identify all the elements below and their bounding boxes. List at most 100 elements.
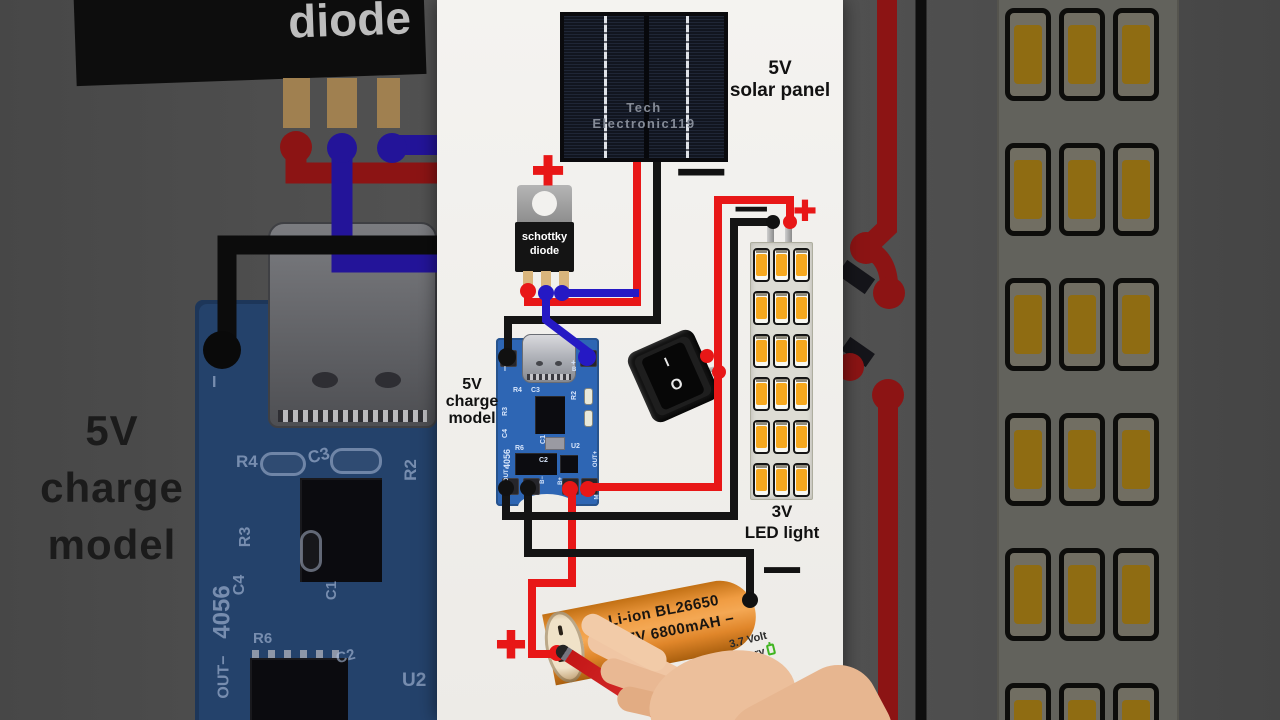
led-strip-pin [767, 224, 774, 243]
solar-cell-divider [644, 16, 649, 158]
module-pad-in-plus [580, 350, 597, 367]
status-led [584, 410, 593, 427]
bg-led-chip [1005, 143, 1051, 236]
bg-led-emitter [1014, 430, 1042, 489]
bg-led-emitter [1068, 430, 1096, 489]
silkscreen-label: R4 [513, 387, 522, 394]
bg-led-emitter [1122, 700, 1150, 720]
usbc-connector [522, 334, 576, 383]
solar-plus-sign: + [531, 140, 566, 200]
bg-led-chip [1005, 278, 1051, 371]
bg-left-wires [203, 131, 437, 369]
bg-led-chip [1059, 548, 1105, 641]
bg-led-chip [1113, 548, 1159, 641]
schottky-diode: schottky diode [515, 222, 574, 272]
bg-led-chip [1005, 413, 1051, 506]
bg-led-emitter [1014, 25, 1042, 84]
bg-led-emitter [1122, 430, 1150, 489]
silkscreen-label: C1 [539, 435, 547, 444]
silkscreen-label: C4 [501, 429, 509, 438]
led-chip [773, 291, 790, 325]
led-chip [773, 377, 790, 411]
led-chip [793, 334, 810, 368]
bg-led-chip [1059, 8, 1105, 101]
bg-diode-leg [283, 78, 310, 128]
bg-chip-pins [252, 650, 346, 658]
protection-chip [515, 453, 557, 475]
module-pad-b-minus [523, 478, 540, 495]
module-bottom-notch [518, 494, 576, 520]
silkscreen-label: M [594, 494, 601, 500]
led-chip [793, 248, 810, 282]
led-chip [793, 291, 810, 325]
background-right [843, 0, 1280, 720]
silkscreen-label: R6 [253, 630, 273, 647]
bg-right-wires [843, 0, 927, 720]
bg-resistor [330, 448, 382, 474]
bg-led-chip [1113, 8, 1159, 101]
bg-led-chip [1005, 683, 1051, 720]
mosfet-chip [560, 455, 578, 473]
silkscreen-label: OUT− [504, 465, 511, 483]
silkscreen-label: B− [539, 476, 546, 484]
led-chip [773, 463, 790, 497]
silkscreen-label: C3 [531, 387, 540, 394]
led-minus-sign: − [733, 193, 769, 226]
led-chip [753, 248, 770, 282]
bg-resistor [300, 530, 322, 572]
bg-led-emitter [1068, 25, 1096, 84]
bg-led-emitter [1068, 565, 1096, 624]
led-strip-label: 3V LED light [744, 502, 820, 542]
bg-led-emitter [1068, 295, 1096, 354]
led-strip-pin [785, 224, 792, 243]
silkscreen-label: R2 [570, 391, 578, 400]
battery-plus-sign: + [495, 616, 527, 672]
status-led [584, 388, 593, 405]
silkscreen-label: U2 [571, 443, 580, 450]
solar-minus-sign: − [675, 148, 728, 195]
bg-diode-leg [377, 78, 400, 128]
bg-led-emitter [1122, 160, 1150, 219]
bg-led-emitter [1068, 700, 1096, 720]
battery-minus-sign: − [761, 549, 802, 590]
bg-diode-leg [327, 78, 357, 128]
silkscreen-label: C2 [539, 457, 548, 464]
bg-led-chip [1059, 143, 1105, 236]
bg-led-chip [1059, 278, 1105, 371]
led-chip [793, 420, 810, 454]
silkscreen-label: U2 [402, 670, 427, 691]
battery-icon [766, 643, 777, 656]
diode-leg [559, 271, 569, 292]
bg-led-emitter [1014, 160, 1042, 219]
bg-led-emitter [1014, 565, 1042, 624]
led-chip [753, 420, 770, 454]
bg-led-chip [1059, 683, 1105, 720]
bg-led-emitter [1122, 565, 1150, 624]
bg-resistor [260, 452, 306, 476]
led-chip [773, 248, 790, 282]
led-chip [753, 334, 770, 368]
led-chip [793, 377, 810, 411]
solar-panel-label: 5V solar panel [729, 58, 831, 101]
bg-led-emitter [1068, 160, 1096, 219]
bg-usb-contact [375, 372, 401, 388]
bg-led-chip [1005, 548, 1051, 641]
bg-led-emitter [1122, 25, 1150, 84]
led-chip [753, 291, 770, 325]
bg-led-chip [1059, 413, 1105, 506]
led-plus-sign: + [793, 190, 817, 232]
bg-led-chip [1113, 413, 1159, 506]
bg-ic-chip [250, 658, 348, 720]
usb-contact [555, 361, 562, 366]
solar-panel: Tech Electronic119 [560, 12, 728, 162]
silkscreen-label: + [571, 358, 576, 367]
bg-charge-module-label: 5V charge model [40, 407, 184, 568]
capacitor [545, 437, 565, 450]
silkscreen-label: B [572, 367, 577, 373]
bg-led-emitter [1122, 295, 1150, 354]
silkscreen-label: R4 [236, 452, 258, 471]
led-chip [773, 334, 790, 368]
